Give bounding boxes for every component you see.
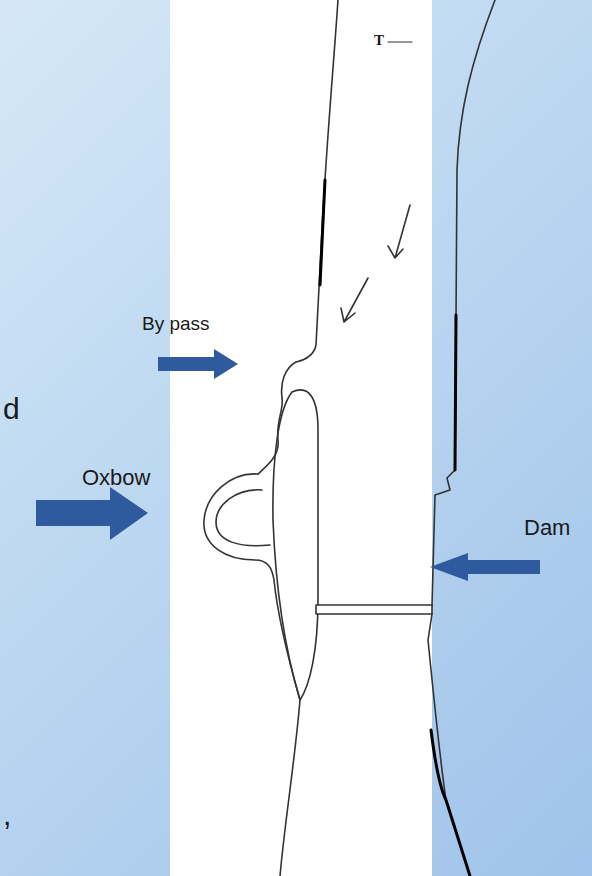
bank-highlight	[455, 315, 456, 470]
part-label: Dam	[524, 516, 570, 540]
white-panel	[170, 0, 432, 876]
bank-highlight	[320, 180, 325, 285]
island	[273, 390, 318, 700]
bank-highlight	[431, 730, 470, 876]
flow-arrow	[341, 278, 368, 322]
leader-line	[388, 41, 412, 42]
oxbow-inner	[216, 490, 270, 546]
pointer-arrow	[430, 553, 540, 581]
slide-text-fragment: ,	[3, 798, 11, 831]
river-bank	[428, 0, 495, 876]
river-bank	[258, 0, 338, 474]
slide-text-fragment: d	[3, 392, 20, 425]
pointer-arrow	[36, 487, 148, 540]
part-label: Oxbow	[82, 466, 150, 490]
dam	[316, 605, 432, 614]
pointer-arrow	[158, 349, 238, 379]
oxbow-loop	[204, 474, 300, 876]
callout-letter: T	[374, 32, 384, 49]
part-label: By pass	[142, 314, 210, 335]
flow-arrow	[388, 205, 410, 258]
